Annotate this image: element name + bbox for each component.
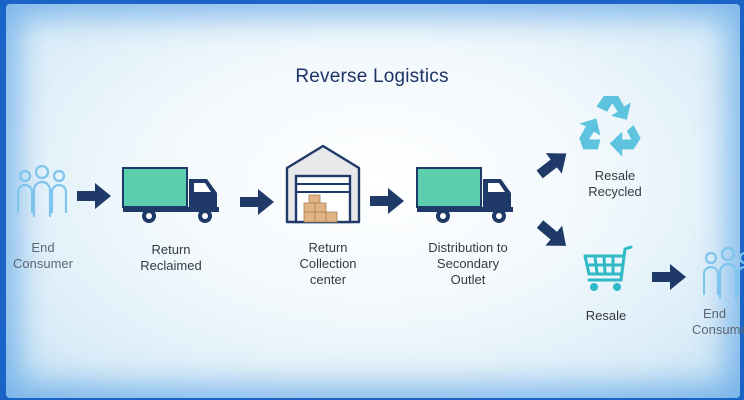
truck-icon bbox=[121, 167, 221, 225]
diagram-title: Reverse Logistics bbox=[295, 66, 449, 87]
label-line: Resale bbox=[594, 168, 636, 183]
truck-icon bbox=[415, 167, 515, 225]
arrow-right-icon bbox=[240, 189, 274, 215]
label-line: Secondary bbox=[436, 256, 500, 271]
arrow-right-icon bbox=[370, 188, 404, 214]
recycle-icon bbox=[578, 92, 644, 158]
shopping-cart-icon bbox=[581, 244, 633, 296]
people-icon bbox=[703, 246, 744, 302]
label-line: center bbox=[309, 272, 347, 287]
people-icon bbox=[17, 164, 67, 220]
label-return-collection-center: Return Collection center bbox=[278, 240, 378, 288]
label-line: Consumer bbox=[13, 256, 73, 271]
label-end-consumer-right: End Consumer bbox=[686, 306, 744, 338]
label-line: Distribution to bbox=[428, 240, 508, 255]
arrow-up-right-icon bbox=[536, 147, 570, 181]
arrow-right-icon bbox=[652, 264, 686, 290]
label-resale: Resale bbox=[566, 308, 646, 324]
label-line: Resale bbox=[585, 308, 627, 323]
label-distribution-secondary-outlet: Distribution to Secondary Outlet bbox=[408, 240, 528, 288]
label-line: End bbox=[31, 240, 55, 255]
label-line: Recycled bbox=[588, 184, 642, 199]
label-line: Collection bbox=[299, 256, 357, 271]
label-line: End bbox=[703, 306, 727, 321]
label-line: Reclaimed bbox=[140, 258, 202, 273]
label-line: Outlet bbox=[450, 272, 486, 287]
label-resale-recycled: Resale Recycled bbox=[570, 168, 660, 200]
label-return-reclaimed: Return Reclaimed bbox=[116, 242, 226, 274]
label-line: Consumer bbox=[692, 322, 744, 337]
label-end-consumer: End Consumer bbox=[0, 240, 86, 272]
arrow-right-icon bbox=[77, 183, 111, 209]
arrow-down-right-icon bbox=[536, 218, 570, 252]
warehouse-icon bbox=[285, 144, 361, 224]
label-line: Return bbox=[151, 242, 191, 257]
label-line: Return bbox=[308, 240, 348, 255]
